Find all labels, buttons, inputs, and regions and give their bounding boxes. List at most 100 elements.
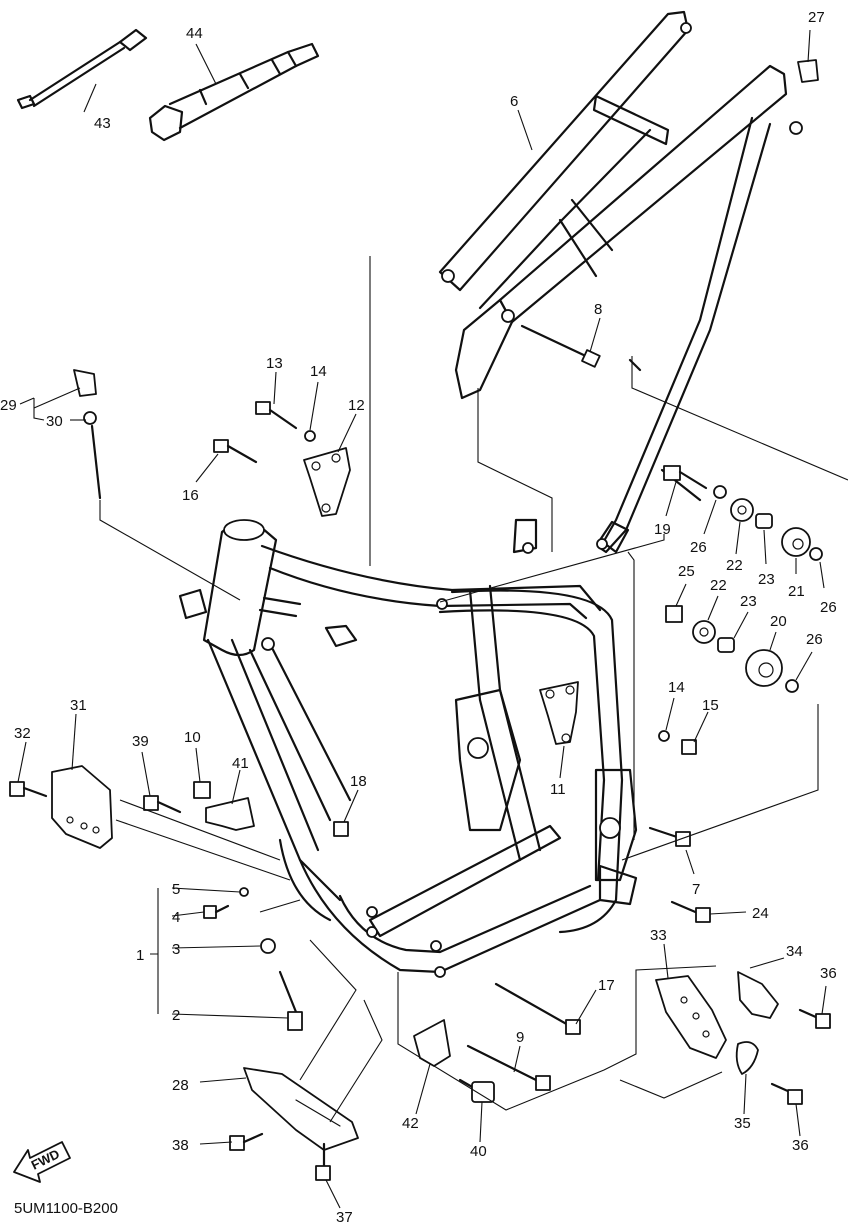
callout-16: 16 xyxy=(182,487,199,504)
callout-34: 34 xyxy=(786,943,803,960)
callout-1: 1 xyxy=(136,947,144,964)
bolt-part-9 xyxy=(466,1044,551,1091)
callout-38: 38 xyxy=(172,1137,189,1154)
callout-12: 12 xyxy=(348,397,365,414)
nut-part-15 xyxy=(681,739,697,755)
callout-26a: 26 xyxy=(690,539,707,556)
collar-part-23a xyxy=(755,513,773,529)
bolt-part-24 xyxy=(670,900,711,923)
callout-2: 2 xyxy=(172,1007,180,1024)
assembly-guide-lines xyxy=(99,256,848,1123)
callout-42: 42 xyxy=(402,1115,419,1132)
callout-22b: 22 xyxy=(710,577,727,594)
washer-part-26b xyxy=(809,547,823,561)
fwd-arrow-icon: FWD xyxy=(13,1141,71,1183)
callout-37: 37 xyxy=(336,1209,353,1224)
washer-part-3 xyxy=(260,938,276,954)
callout-13: 13 xyxy=(266,355,283,372)
bolt-part-2 xyxy=(278,970,303,1031)
bolt-part-39 xyxy=(143,795,182,814)
engine-bracket-part-12 xyxy=(303,447,351,517)
main-frame-part-1 xyxy=(178,518,638,978)
bolt-part-32 xyxy=(9,781,48,798)
bolt-part-38 xyxy=(229,1132,264,1151)
nut-part-27 xyxy=(797,59,819,83)
bracket-part-41 xyxy=(205,797,255,831)
spring-washer-part-5 xyxy=(239,887,249,897)
nut-part-18 xyxy=(333,821,349,837)
callout-27: 27 xyxy=(808,9,825,26)
damper-part-22a xyxy=(730,498,754,522)
callout-19: 19 xyxy=(654,521,671,538)
callout-8: 8 xyxy=(594,301,602,318)
callout-3: 3 xyxy=(172,941,180,958)
callout-32: 32 xyxy=(14,725,31,742)
washer-part-14b xyxy=(658,730,670,742)
callout-29: 29 xyxy=(0,397,17,414)
callout-22a: 22 xyxy=(726,557,743,574)
bolt-part-4 xyxy=(203,904,230,919)
callout-labels: 43 44 6 27 8 13 14 12 16 29 30 19 26 22 … xyxy=(0,9,837,1224)
callout-25: 25 xyxy=(678,563,695,580)
wrench-part-43 xyxy=(16,28,148,110)
frame-guard-part-33 xyxy=(655,975,727,1059)
callout-23a: 23 xyxy=(758,571,775,588)
callout-21: 21 xyxy=(788,583,805,600)
callout-11: 11 xyxy=(550,781,566,798)
callout-43: 43 xyxy=(94,115,111,132)
callout-33: 33 xyxy=(650,927,667,944)
bolt-part-36b xyxy=(770,1082,803,1105)
callout-7: 7 xyxy=(692,881,700,898)
callout-35: 35 xyxy=(734,1115,751,1132)
bolt-part-16 xyxy=(213,439,258,464)
callout-5: 5 xyxy=(172,881,180,898)
callout-15: 15 xyxy=(702,697,719,714)
skid-plate-part-28 xyxy=(243,1067,359,1151)
callout-31: 31 xyxy=(70,697,87,714)
callout-18: 18 xyxy=(350,773,367,790)
callout-36a: 36 xyxy=(820,965,837,982)
cable-guide-part-34 xyxy=(737,971,779,1019)
damper-part-21 xyxy=(781,527,811,557)
callout-36b: 36 xyxy=(792,1137,809,1154)
callout-4: 4 xyxy=(172,909,180,926)
callout-40: 40 xyxy=(470,1143,487,1160)
nut-part-25 xyxy=(665,605,683,623)
callout-17: 17 xyxy=(598,977,615,994)
bolt-part-7 xyxy=(648,826,691,847)
bolt-part-13 xyxy=(255,401,298,430)
callout-20: 20 xyxy=(770,613,787,630)
callout-44: 44 xyxy=(186,25,203,42)
collar-part-23b xyxy=(717,637,735,653)
callout-9: 9 xyxy=(516,1029,524,1046)
washer-part-26a xyxy=(713,485,727,499)
bolt-part-8 xyxy=(520,324,601,368)
callout-23b: 23 xyxy=(740,593,757,610)
damper-part-20 xyxy=(745,649,783,687)
washer-part-14a xyxy=(304,430,316,442)
clamp-part-35 xyxy=(735,1041,759,1075)
bolt-part-37 xyxy=(315,1142,331,1181)
bolt-part-17 xyxy=(494,982,581,1035)
callout-26b: 26 xyxy=(820,599,837,616)
callout-6: 6 xyxy=(510,93,518,110)
callout-39: 39 xyxy=(132,733,149,750)
callout-26c: 26 xyxy=(806,631,823,648)
bracket-part-42 xyxy=(413,1019,451,1067)
callout-14a: 14 xyxy=(310,363,327,380)
collar-part-40 xyxy=(458,1078,495,1103)
callout-10: 10 xyxy=(184,729,201,746)
leader-lines xyxy=(17,29,827,1209)
washer-part-26c xyxy=(785,679,799,693)
callout-41: 41 xyxy=(232,755,249,772)
bolt-part-19 xyxy=(663,465,708,490)
socket-wrench-part-44 xyxy=(148,42,320,142)
rear-subframe-part-6 xyxy=(438,10,803,554)
callout-24: 24 xyxy=(752,905,769,922)
engine-bracket-part-11 xyxy=(539,681,579,745)
damper-part-22b xyxy=(692,620,716,644)
nut-part-10 xyxy=(193,781,211,799)
diagram-code: 5UM1100-B200 xyxy=(14,1200,118,1217)
callout-14b: 14 xyxy=(668,679,685,696)
